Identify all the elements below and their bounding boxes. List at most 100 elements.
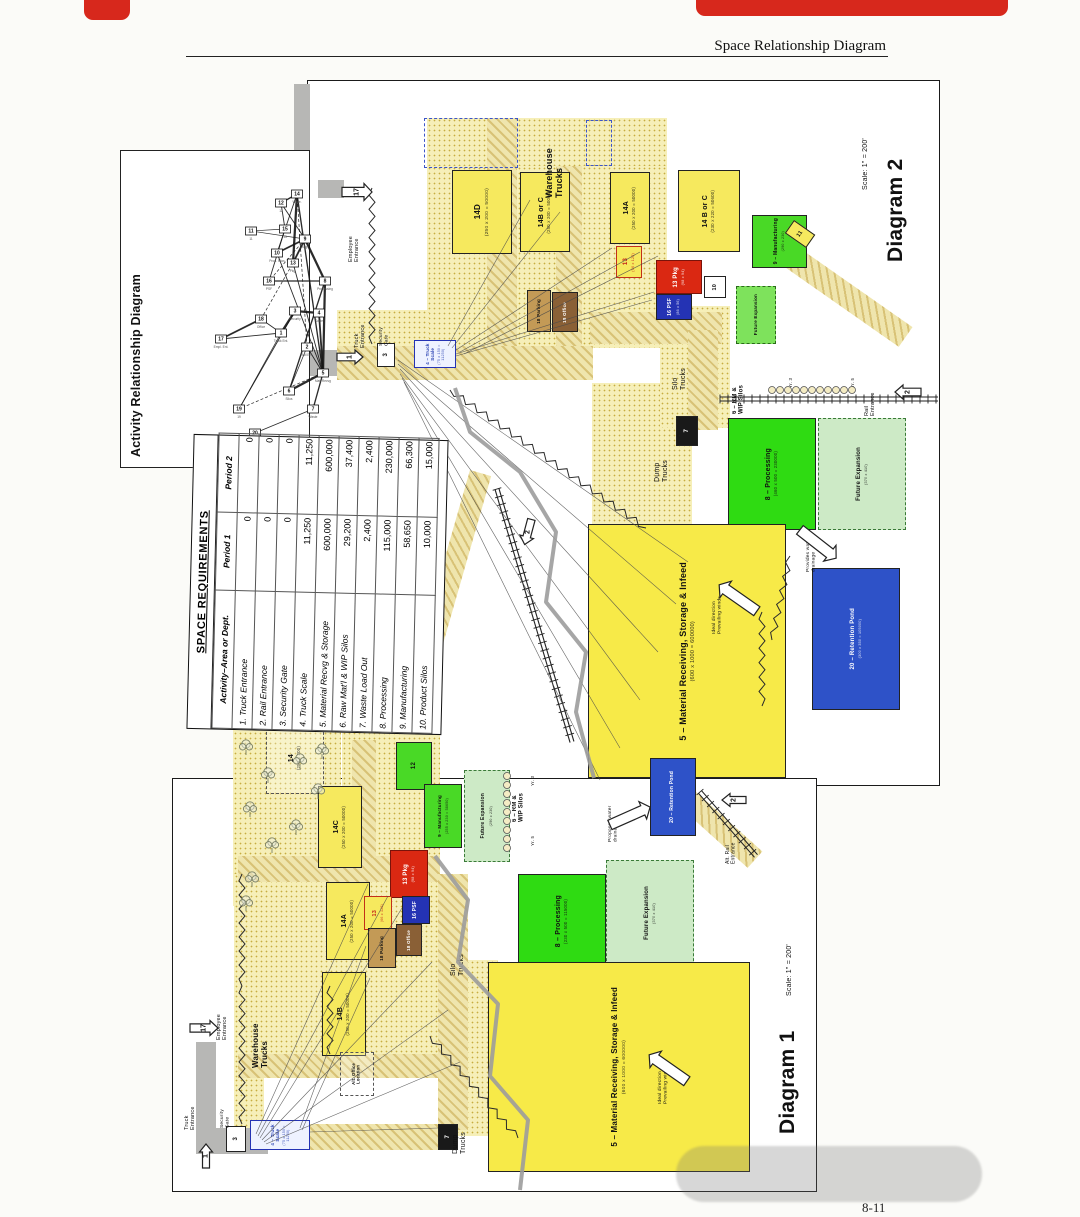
svg-shape: [241, 739, 251, 749]
ard-node-number: 15: [282, 227, 288, 233]
header-rule: [186, 40, 888, 57]
ard-node-box: [283, 386, 295, 396]
ard-node-box: [275, 328, 287, 338]
space-table-cell-9-0: 10. Product Silos: [411, 594, 436, 734]
ard-node-caption: Scale: [315, 319, 323, 323]
ard-edge-11-9: [250, 230, 306, 240]
space-table-cell-1-2: 0: [257, 434, 280, 514]
space-table-cell-6-2: 2,400: [357, 436, 380, 516]
svg-shape: [245, 743, 254, 751]
ard-edge-9-16: [268, 238, 306, 282]
ard-node-caption: Office: [257, 325, 265, 329]
ard-node-caption: 19: [237, 415, 241, 419]
ard-node-caption: Empl. Ent.: [214, 345, 229, 349]
space-table-cell-5-1: 29,200: [335, 514, 358, 594]
ard-node-caption: Truck Ent.: [274, 339, 289, 343]
ard-node-number: 1: [280, 331, 283, 337]
ard-node-caption: 11: [249, 237, 253, 241]
ard-node-box: [289, 306, 301, 316]
ard-node-number: 16: [266, 279, 272, 285]
ard-node-caption: Rail Ent.: [301, 353, 313, 357]
space-table-cell-5-2: 37,400: [337, 435, 360, 516]
ard-node-box: [319, 276, 331, 286]
ard-node-box: [307, 404, 319, 414]
ard-node-number: 14: [294, 192, 300, 198]
space-table-cell-0-2: 0: [237, 433, 260, 514]
ard-node-box: [245, 226, 257, 236]
ard-node-number: 9: [304, 237, 307, 243]
ard-node-box: [255, 314, 267, 324]
ard-node-number: 13: [290, 261, 296, 267]
ard-node-number: 18: [258, 317, 264, 323]
svg-shape: [292, 757, 301, 765]
ard-node-box: [233, 404, 245, 414]
ard-node-box: [313, 308, 325, 318]
space-table-cell-8-1: 58,650: [395, 516, 418, 595]
ard-node-12: 12 12: [275, 198, 287, 213]
ard-edge-17-1: [220, 332, 282, 340]
ard-node-number: 17: [218, 337, 224, 343]
ard-node-number: 5: [322, 371, 325, 377]
ard-edge-18-13: [260, 262, 294, 320]
red-tab-left[interactable]: [84, 0, 130, 20]
ard-edge-14-5: [296, 193, 324, 374]
red-toolbar-right[interactable]: [696, 0, 1008, 16]
space-table-cell-7-2: 230,000: [377, 436, 400, 517]
ard-edge-5-7: [312, 372, 324, 410]
diagram1-panel: [172, 778, 817, 1192]
page-number: 8-11: [862, 1200, 886, 1215]
ard-node-caption: Whse.: [292, 200, 301, 204]
ard-node-caption: 12: [279, 209, 283, 213]
ard-node-box: [291, 189, 303, 199]
ard-node-box: [287, 258, 299, 268]
ard-node-number: 6: [288, 389, 291, 395]
ard-edge-17-18: [220, 318, 262, 340]
space-requirements-table: SPACE REQUIREMENTS Activity–Area or Dept…: [186, 433, 449, 736]
ard-node-number: 19: [236, 407, 242, 413]
ard-node-number: 8: [324, 279, 327, 285]
page-header-title: Space Relationship Diagram: [714, 38, 886, 54]
space-table-cell-2-2: 0: [277, 434, 300, 514]
ard-node-caption: Mfg.: [302, 245, 308, 249]
svg-shape: [263, 767, 273, 777]
space-table-cell-6-1: 2,400: [355, 515, 378, 594]
ard-node-number: 12: [278, 201, 284, 207]
ard-node-caption: Prod. Silos: [269, 259, 285, 263]
space-table-cell-0-1: 0: [235, 512, 258, 591]
ard-node-box: [299, 234, 311, 244]
space-table-cell-7-1: 115,000: [375, 515, 398, 595]
ard-edge-13-14: [291, 193, 299, 264]
ard-edge-5-8: [321, 280, 327, 374]
space-table-cell-3-2: 11,250: [297, 435, 320, 515]
ard-node-caption: Waste: [309, 415, 318, 419]
ard-edge-12-9: [280, 202, 306, 240]
ard-node-box: [215, 334, 227, 344]
ard-node-number: 10: [274, 251, 280, 257]
ard-node-caption: PSF: [266, 287, 272, 291]
space-table-cell-1-1: 0: [255, 513, 278, 592]
space-table-cell-2-1: 0: [275, 513, 298, 592]
ard-node-caption: Silos: [286, 397, 293, 401]
ard-node-caption: Pkg.: [290, 269, 296, 273]
ard-node-number: 20: [252, 431, 258, 437]
ard-node-number: 7: [312, 407, 315, 413]
ard-node-box: [263, 276, 275, 286]
space-table-col-header-2: Period 2: [217, 433, 240, 513]
scan-shadow-blob: [676, 1146, 982, 1202]
svg-shape: [238, 743, 247, 751]
ard-node-number: 3: [294, 309, 297, 315]
space-table-cell-9-2: 15,000: [417, 437, 440, 518]
